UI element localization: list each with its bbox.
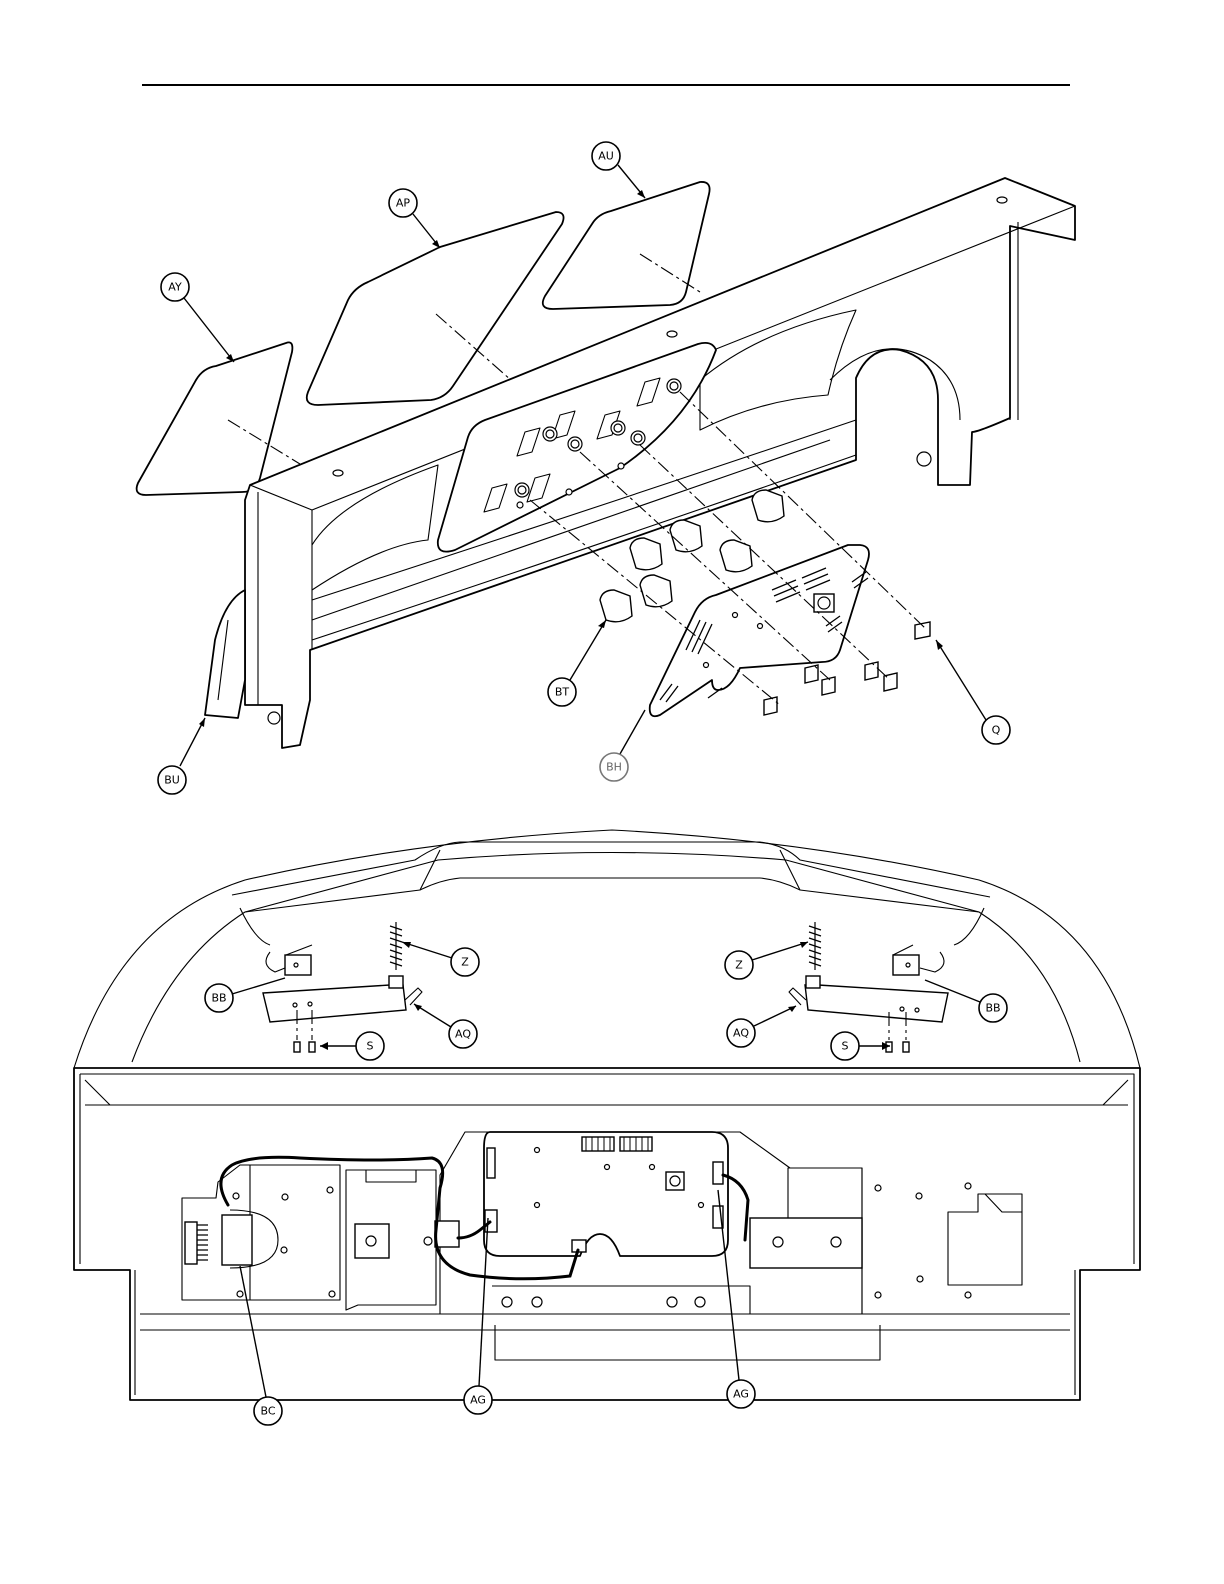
svg-text:BB: BB: [211, 992, 226, 1005]
lever-right: [789, 976, 948, 1022]
housing-hole: [268, 712, 280, 724]
overlay-ay: [137, 342, 293, 495]
svg-text:AY: AY: [168, 281, 182, 294]
callout-bh: BH: [600, 710, 645, 781]
svg-text:AQ: AQ: [733, 1027, 749, 1040]
callout-ay: AY: [161, 273, 234, 362]
switch-right: [893, 945, 944, 975]
callout-z-left: Z: [402, 942, 479, 976]
callout-s-right: S: [831, 1032, 890, 1060]
top-exploded-view: AU AP AY BT BU BH: [137, 142, 1075, 794]
console-arch: [74, 830, 1140, 1068]
svg-text:Q: Q: [992, 724, 1001, 737]
callout-s-left: S: [320, 1032, 384, 1060]
handlebar: [232, 842, 990, 897]
svg-text:BH: BH: [606, 761, 622, 774]
callout-ap: AP: [389, 189, 440, 248]
svg-text:BT: BT: [555, 686, 570, 699]
svg-text:BB: BB: [985, 1002, 1000, 1015]
svg-text:Z: Z: [461, 956, 469, 969]
spring-right: [809, 922, 821, 970]
callout-au: AU: [592, 142, 645, 198]
svg-text:Z: Z: [735, 959, 743, 972]
svg-text:AG: AG: [733, 1388, 749, 1401]
callout-aq-right: AQ: [727, 1006, 796, 1047]
svg-text:AQ: AQ: [455, 1028, 471, 1041]
housing-hole: [917, 452, 931, 466]
svg-text:AP: AP: [396, 197, 411, 210]
svg-text:BC: BC: [260, 1405, 275, 1418]
switch-left: [266, 945, 312, 975]
housing-hole: [667, 331, 677, 337]
callout-bu: BU: [158, 718, 205, 794]
svg-text:BU: BU: [164, 774, 180, 787]
housing-hole: [532, 1297, 542, 1307]
lever-left: [263, 976, 422, 1022]
circuit-board: [650, 545, 869, 716]
spring-left: [390, 922, 402, 970]
svg-text:AU: AU: [598, 150, 614, 163]
housing-hole: [997, 197, 1007, 203]
housing-hole: [695, 1297, 705, 1307]
svg-text:S: S: [842, 1040, 849, 1053]
callout-z-right: Z: [725, 942, 808, 979]
housing-hole: [667, 1297, 677, 1307]
svg-text:AG: AG: [470, 1394, 486, 1407]
svg-text:S: S: [367, 1040, 374, 1053]
overlay-au: [543, 182, 710, 309]
callout-aq-left: AQ: [414, 1004, 477, 1048]
callout-bt: BT: [548, 620, 606, 706]
bottom-rear-view: Z BB AQ S Z BB: [74, 830, 1140, 1425]
callout-q: Q: [936, 640, 1010, 744]
housing-hole: [333, 470, 343, 476]
housing-hole: [502, 1297, 512, 1307]
bracket-bu: [205, 590, 245, 718]
